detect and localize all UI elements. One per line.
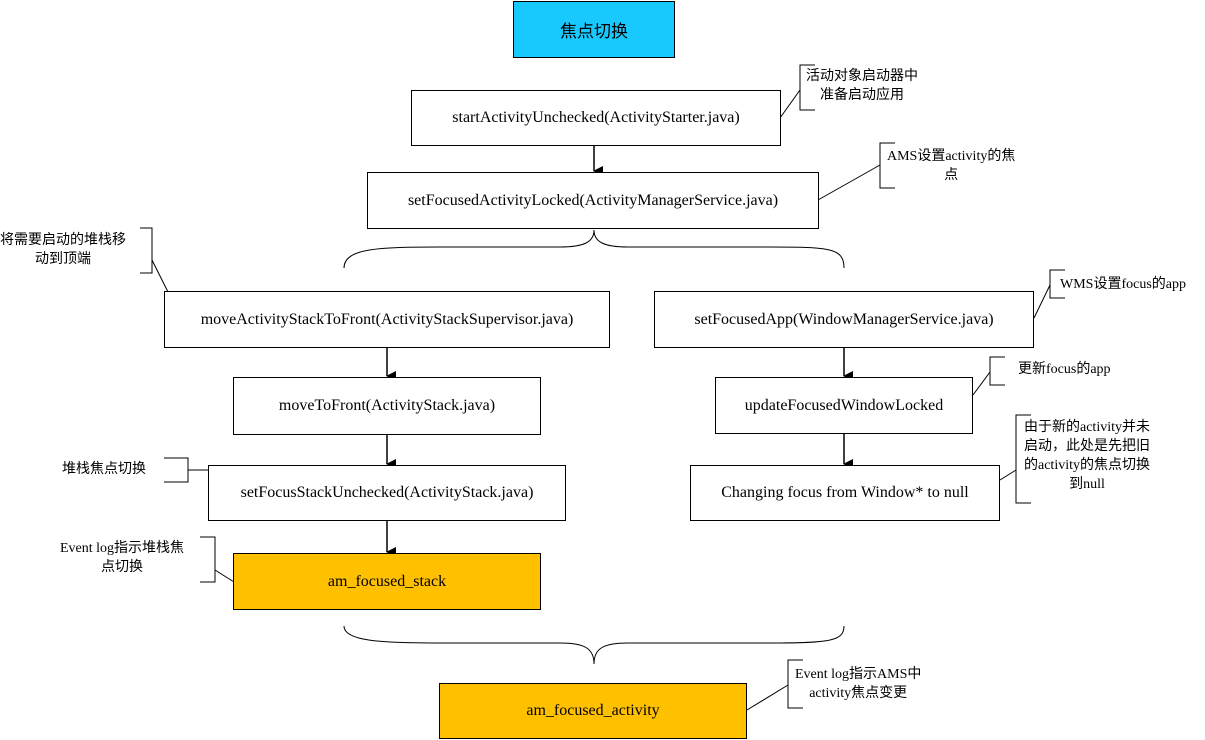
note-wms-focus: WMS设置focus的app [1060,277,1186,292]
update-focused-window-locked-node: updateFocusedWindowLocked [715,377,973,434]
callout-focus-null [999,414,1031,504]
set-focus-stack-unchecked-node: setFocusStackUnchecked(ActivityStack.jav… [208,465,566,521]
callout-update-focus [972,356,1005,396]
note-event-activity: Event log指示AMS中 activity焦点变更 [795,667,922,701]
move-activity-stack-to-front-node: moveActivityStackToFront(ActivityStackSu… [164,291,610,348]
split-brace [343,229,845,269]
callout-ams-focus [817,142,895,201]
note-activity-starter: 活动对象启动器中 准备启动应用 [806,69,918,103]
callout-event-stack [200,536,235,583]
diagram-title: 焦点切换 [513,1,675,58]
move-to-front-node: moveToFront(ActivityStack.java) [233,377,541,435]
callout-move-stack [140,227,169,293]
callout-wms-focus [1033,269,1065,319]
set-focused-app-node: setFocusedApp(WindowManagerService.java) [654,291,1034,348]
set-focused-activity-locked-node: setFocusedActivityLocked(ActivityManager… [367,172,819,229]
note-update-focus: 更新focus的app [1018,362,1111,377]
changing-focus-node: Changing focus from Window* to null [690,465,1000,521]
callout-activity-starter [779,64,815,119]
merge-brace [343,625,845,665]
start-activity-unchecked-node: startActivityUnchecked(ActivityStarter.j… [411,90,781,146]
callout-stack-switch [164,457,208,483]
callout-event-activity [746,659,803,711]
am-focused-stack-node: am_focused_stack [233,553,541,610]
am-focused-activity-node: am_focused_activity [439,683,747,739]
note-focus-null: 由于新的activity并未 启动，此处是先把旧 的activity的焦点切换 … [1024,420,1150,492]
note-event-stack: Event log指示堆栈焦 点切换 [60,541,185,575]
note-ams-focus: AMS设置activity的焦 点 [887,149,1016,183]
note-move-stack: 将需要启动的堆栈移 动到顶端 [0,233,126,267]
note-stack-switch: 堆栈焦点切换 [62,462,146,477]
